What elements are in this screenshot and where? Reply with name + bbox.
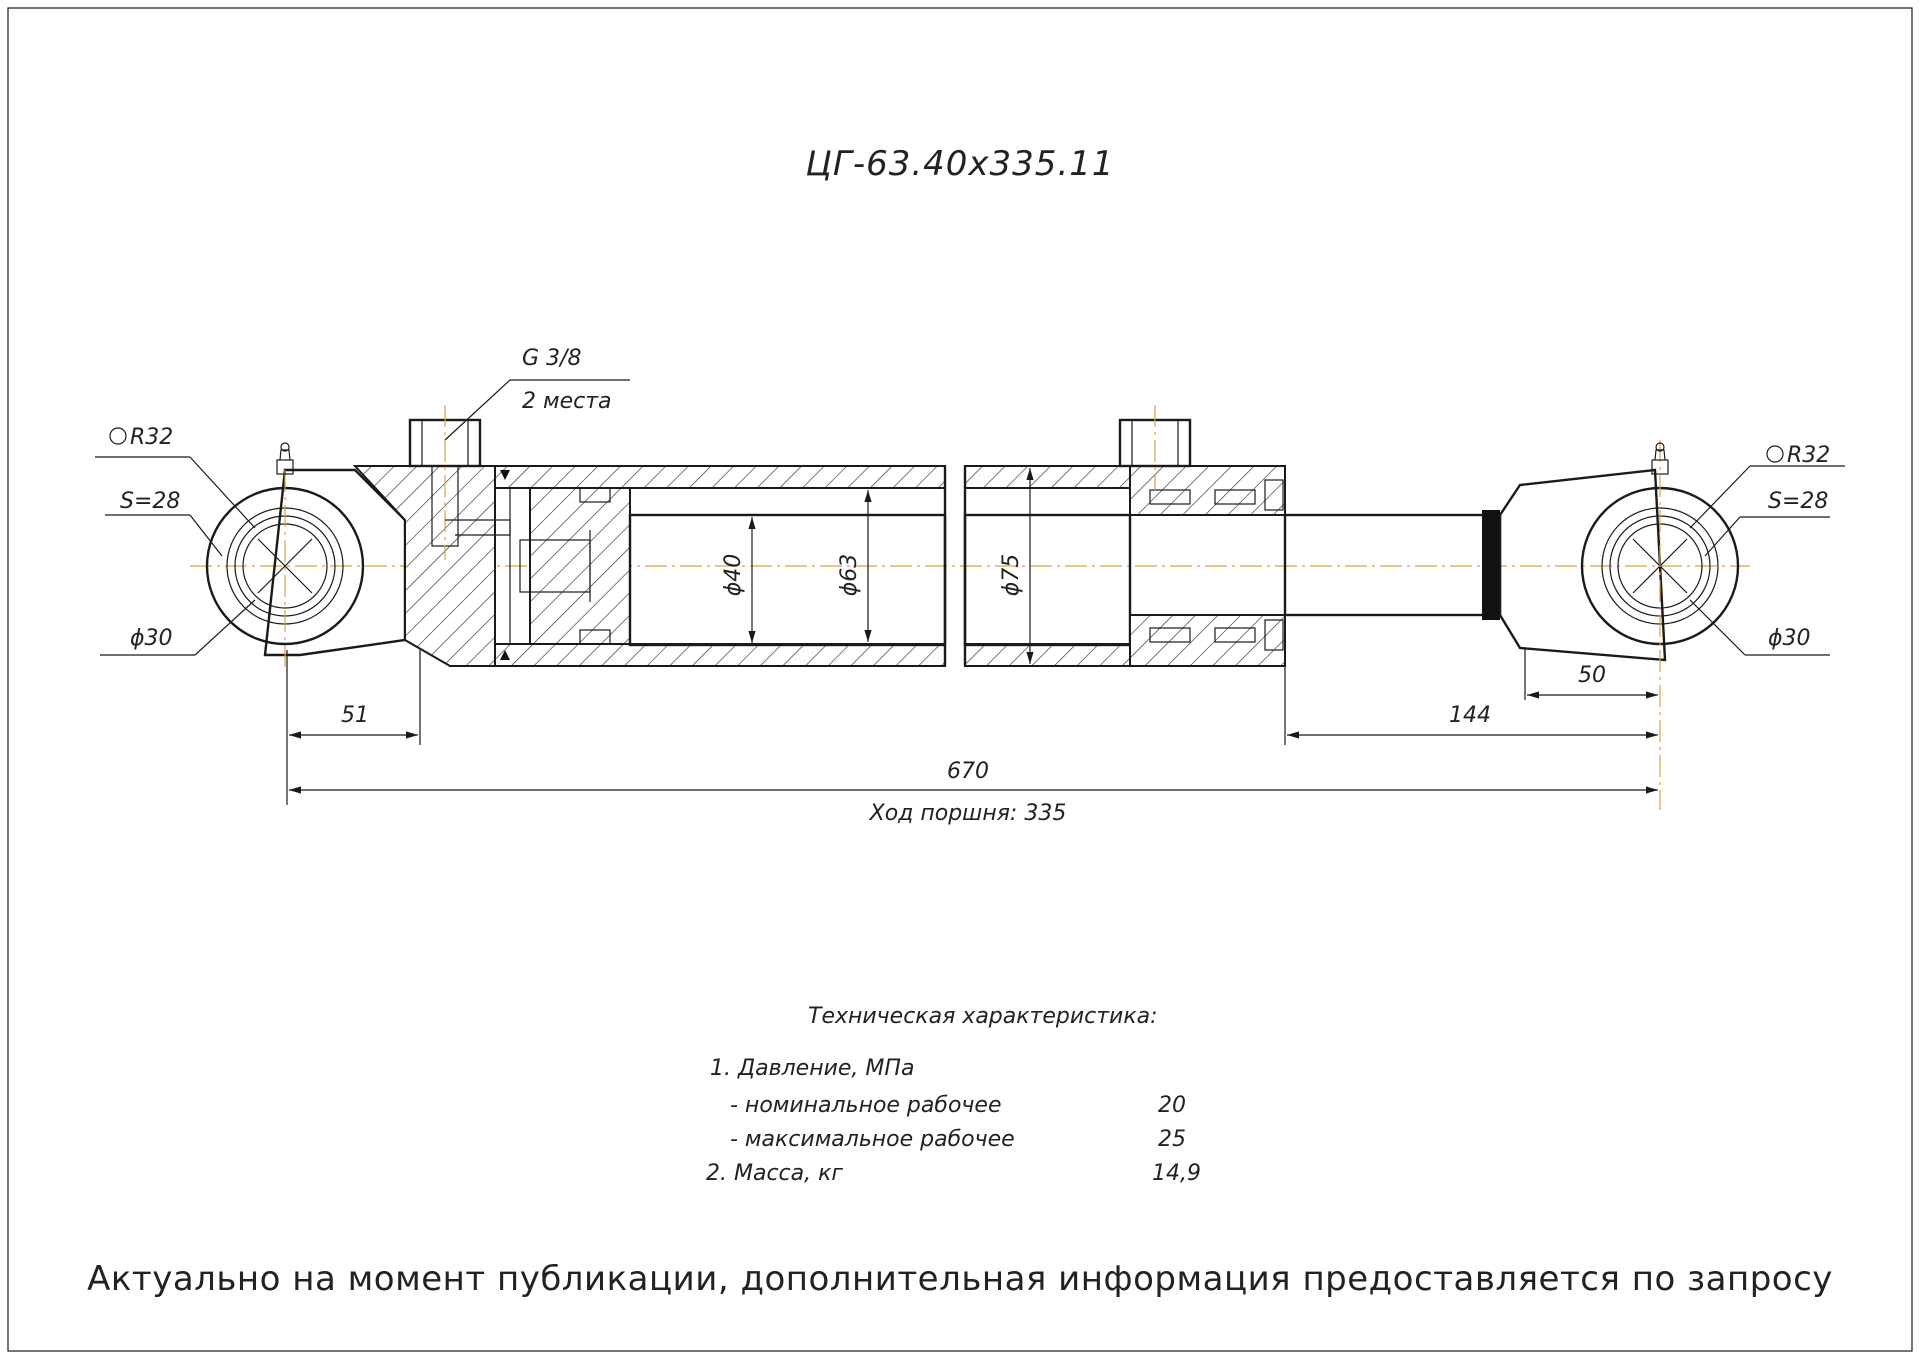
specs-nominal-label: - номинальное рабочее: [730, 1093, 1001, 1118]
rod-band: [1482, 510, 1500, 620]
gland: [1129, 465, 1286, 667]
specs-mass-label: 2. Масса, кг: [706, 1161, 843, 1186]
right-radius-label: R32: [1787, 443, 1830, 468]
specs-mass-value: 14,9: [1152, 1161, 1201, 1186]
piston: [509, 487, 631, 645]
port-count-label: 2 места: [522, 389, 612, 414]
specs-heading: Техническая характеристика:: [808, 1004, 1158, 1029]
right-wrench-label: S=28: [1768, 489, 1828, 514]
specs-nominal-value: 20: [1158, 1093, 1186, 1118]
left-radius-label: R32: [130, 425, 173, 450]
tube-wall-top-left: [494, 465, 946, 489]
seal-bottom-left: [500, 650, 510, 660]
dim-670: 670: [947, 759, 989, 784]
tube-wall-top-right: [964, 465, 1131, 489]
dim-50: 50: [1578, 663, 1606, 688]
right-rod-eye: [1498, 440, 1740, 810]
piston-rod-inner-2: [963, 513, 1132, 647]
left-wrench-label: S=28: [120, 489, 180, 514]
footer-note: Актуально на момент публикации, дополнит…: [87, 1259, 1833, 1299]
outer-diameter-label: ϕ75: [999, 554, 1024, 597]
right-port: [1118, 405, 1192, 490]
stroke-label: Ход поршня: 335: [869, 801, 1067, 826]
port-thread-label: G 3/8: [522, 346, 581, 371]
specs-max-label: - максимальное рабочее: [730, 1127, 1015, 1152]
dim-51: 51: [341, 703, 369, 728]
specs-max-value: 25: [1158, 1127, 1186, 1152]
rod-diameter-label: ϕ40: [721, 554, 746, 597]
bore-diameter-label: ϕ63: [837, 554, 862, 597]
sheet-frame: [7, 7, 1913, 1352]
left-port: [408, 405, 511, 560]
drawing-title: ЦГ-63.40х335.11: [805, 144, 1114, 184]
seal-top-left: [500, 470, 510, 480]
piston-rod-outer: [1283, 513, 1502, 617]
left-rod-eye: [205, 442, 407, 670]
tube-wall-bottom-right: [964, 643, 1131, 667]
tube-wall-bottom-left: [494, 643, 946, 667]
left-bore-label: ϕ30: [130, 626, 173, 651]
piston-rod-inner: [628, 513, 947, 647]
specs-pressure: 1. Давление, МПа: [710, 1056, 914, 1081]
right-bore-label: ϕ30: [1768, 626, 1811, 651]
dim-144: 144: [1449, 703, 1491, 728]
